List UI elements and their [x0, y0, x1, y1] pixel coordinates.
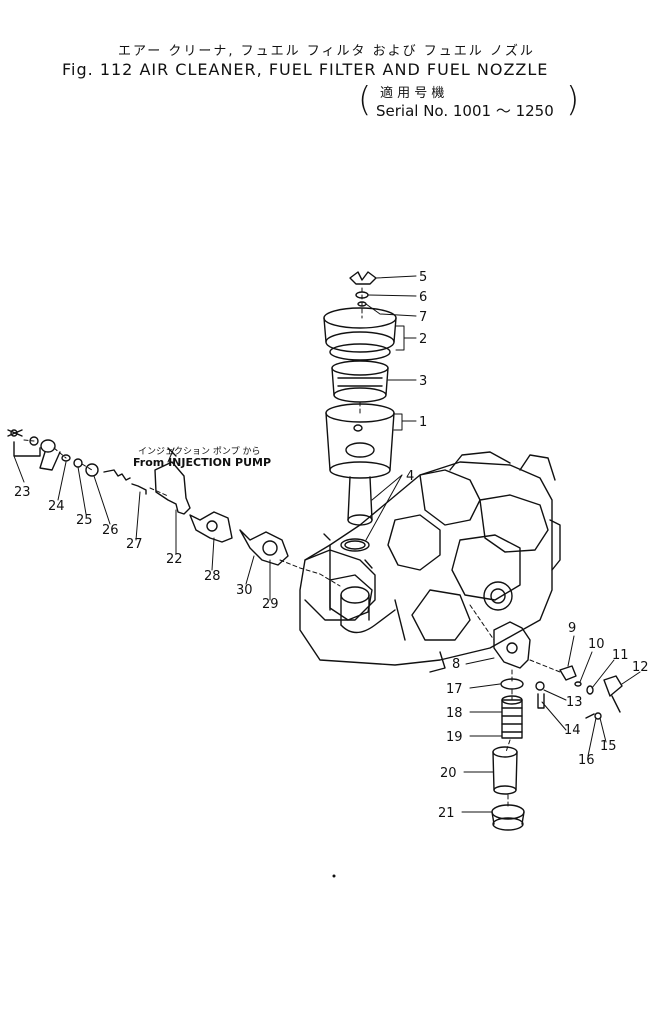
- callout-7: 7: [419, 310, 427, 325]
- stray-mark: [332, 874, 336, 878]
- wing-nut: [349, 271, 377, 285]
- callout-5: 5: [419, 270, 427, 285]
- callout-9: 9: [568, 621, 576, 636]
- air-cleaner-element: [331, 360, 389, 403]
- fuel-outlet-pipe: [340, 586, 396, 634]
- filter-bowl: [492, 746, 518, 795]
- callout-22: 22: [166, 552, 183, 567]
- engine-block: [299, 451, 561, 673]
- air-cleaner-bowl: [325, 403, 395, 526]
- callout-29: 29: [262, 597, 279, 612]
- callout-4: 4: [406, 469, 414, 484]
- callout-1: 1: [419, 415, 427, 430]
- callout-11: 11: [612, 648, 629, 663]
- injection-pump-note: From INJECTION PUMP: [133, 456, 272, 469]
- filter-element: [501, 695, 523, 739]
- nozzle-holder-parts: [7, 429, 289, 566]
- figure-title: Fig. 112 AIR CLEANER, FUEL FILTER AND FU…: [62, 60, 549, 79]
- callout-15: 15: [600, 739, 617, 754]
- callout-27: 27: [126, 537, 143, 552]
- callout-20: 20: [440, 766, 457, 781]
- callout-16: 16: [578, 753, 595, 768]
- hose-clamp: [323, 533, 373, 569]
- callout-2: 2: [419, 332, 427, 347]
- callout-14: 14: [564, 723, 581, 738]
- assembly-guide-lines: [23, 287, 561, 809]
- callout-10: 10: [588, 637, 605, 652]
- callout-28: 28: [204, 569, 221, 584]
- callout-24: 24: [48, 499, 65, 514]
- callout-numbers: 1 2 3 4 5 6 7 8 9 10 11 12 13 14 15 16 1…: [14, 270, 649, 821]
- callout-30: 30: [236, 583, 253, 598]
- callout-19: 19: [446, 730, 463, 745]
- serial-range: Serial No. 1001 ～ 1250: [376, 102, 554, 120]
- serial-bracket-right: ): [566, 80, 580, 120]
- figure-title-japanese: エアー クリーナ, フュエル フィルタ および フュエル ノズル: [118, 44, 535, 59]
- callout-3: 3: [419, 374, 427, 389]
- callout-leader-lines: [13, 275, 641, 813]
- air-cleaner-cover: [323, 307, 397, 361]
- callout-25: 25: [76, 513, 93, 528]
- callout-12: 12: [632, 660, 649, 675]
- callout-18: 18: [446, 706, 463, 721]
- retaining-ring: [491, 804, 525, 831]
- callout-8: 8: [452, 657, 460, 672]
- serial-heading-japanese: 適 用 号 機: [380, 86, 445, 101]
- callout-23: 23: [14, 485, 31, 500]
- callout-21: 21: [438, 806, 455, 821]
- injection-pump-note-japanese: インジェクション ポンプ から: [138, 447, 261, 457]
- serial-bracket-left: (: [358, 80, 372, 120]
- callout-17: 17: [446, 682, 463, 697]
- callout-13: 13: [566, 695, 583, 710]
- filter-fittings: [535, 665, 623, 720]
- callout-26: 26: [102, 523, 119, 538]
- callout-6: 6: [419, 290, 427, 305]
- fuel-filter-head: [493, 621, 531, 669]
